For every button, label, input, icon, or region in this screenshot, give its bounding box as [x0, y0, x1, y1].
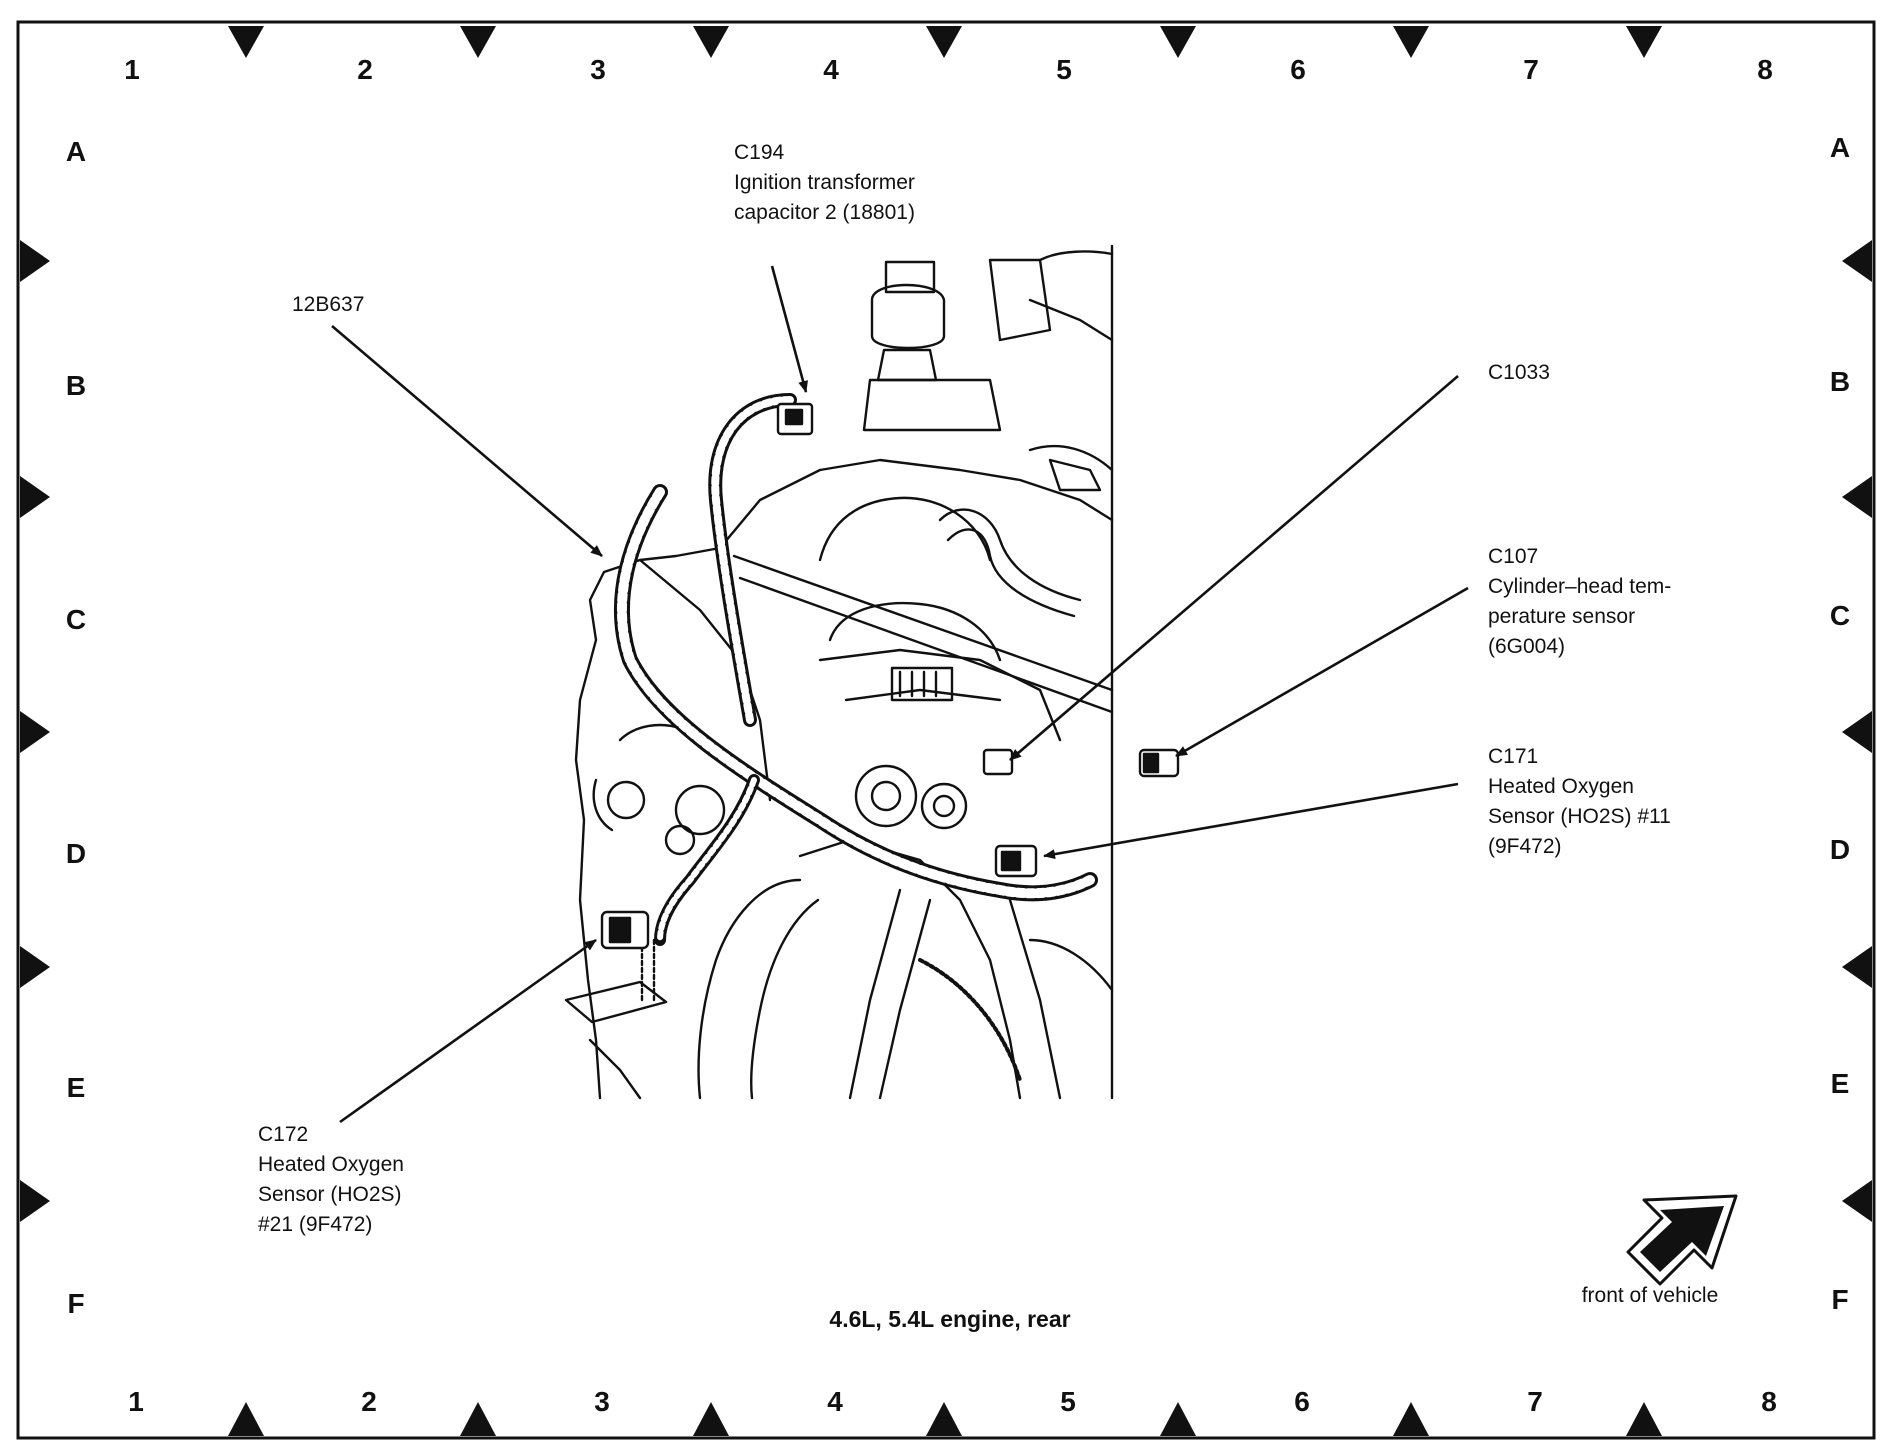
- leader-c171: [1043, 782, 1459, 860]
- callout-c172-line-2: Heated Oxygen: [258, 1153, 404, 1176]
- column-label-bottom-4: 4: [827, 1386, 843, 1417]
- row-label-right-f: F: [1831, 1284, 1849, 1315]
- left-tick-marks: [20, 240, 50, 1222]
- callout-c107: C107 Cylinder–head tem- perature sensor …: [1488, 542, 1671, 662]
- callout-harness-line-1: 12B637: [292, 293, 365, 316]
- callout-c171-line-2: Heated Oxygen: [1488, 775, 1634, 798]
- callout-c1033: C1033: [1488, 358, 1550, 388]
- right-tick-marks: [1842, 240, 1872, 1222]
- callout-c172-line-4: #21 (9F472): [258, 1213, 373, 1236]
- engine-illustration: [564, 244, 1114, 1100]
- column-label-top-8: 8: [1757, 54, 1773, 85]
- callout-c171-line-4: (9F472): [1488, 835, 1562, 858]
- top-tick-marks: [228, 26, 1662, 58]
- leader-c1033: [1009, 375, 1459, 761]
- front-of-vehicle-label: front of vehicle: [1581, 1284, 1719, 1307]
- callout-c171-line-1: C171: [1488, 745, 1539, 768]
- front-of-vehicle-arrow-icon: [1626, 1194, 1738, 1286]
- column-label-bottom-7: 7: [1527, 1386, 1543, 1417]
- callout-c107-line-2: Cylinder–head tem-: [1488, 575, 1672, 598]
- column-label-bottom-2: 2: [361, 1386, 377, 1417]
- column-label-bottom-1: 1: [128, 1386, 144, 1417]
- leader-c172: [339, 938, 597, 1124]
- callout-c194: C194 Ignition transformer capacitor 2 (1…: [734, 138, 915, 228]
- column-label-top-4: 4: [823, 54, 839, 85]
- row-label-right-a: A: [1829, 132, 1851, 163]
- column-label-top-3: 3: [590, 54, 606, 85]
- callout-c171: C171 Heated Oxygen Sensor (HO2S) #11 (9F…: [1488, 742, 1671, 862]
- callout-c107-line-3: perature sensor: [1488, 605, 1636, 628]
- leader-harness: [331, 325, 603, 557]
- wiring-harness: [613, 393, 1098, 946]
- row-label-left-b: B: [65, 370, 87, 401]
- column-label-bottom-6: 6: [1294, 1386, 1310, 1417]
- column-label-top-7: 7: [1523, 54, 1539, 85]
- callout-c194-line-3: capacitor 2 (18801): [734, 201, 915, 224]
- callout-c171-line-3: Sensor (HO2S) #11: [1488, 805, 1671, 828]
- column-label-top-5: 5: [1056, 54, 1072, 85]
- callout-c172-line-3: Sensor (HO2S): [258, 1183, 402, 1206]
- row-label-left-e: E: [66, 1072, 86, 1103]
- border-frame: [16, 20, 1876, 1440]
- callout-c172: C172 Heated Oxygen Sensor (HO2S) #21 (9F…: [258, 1120, 404, 1240]
- column-label-top-6: 6: [1290, 54, 1306, 85]
- connectors: [600, 402, 1180, 950]
- row-label-right-b: B: [1829, 366, 1851, 397]
- row-label-left-a: A: [65, 136, 87, 167]
- callout-c172-line-1: C172: [258, 1123, 309, 1146]
- column-label-bottom-8: 8: [1761, 1386, 1777, 1417]
- leader-lines: [331, 265, 1469, 1124]
- diagram-caption: 4.6L, 5.4L engine, rear: [829, 1306, 1071, 1332]
- callout-c107-line-1: C107: [1488, 545, 1539, 568]
- row-label-right-d: D: [1829, 834, 1851, 865]
- row-label-left-c: C: [65, 604, 87, 635]
- callout-c107-line-4: (6G004): [1488, 635, 1566, 658]
- column-label-top-2: 2: [357, 54, 373, 85]
- leader-c194: [770, 265, 808, 393]
- row-label-left-d: D: [65, 838, 87, 869]
- column-label-top-1: 1: [124, 54, 140, 85]
- callout-c194-line-1: C194: [734, 141, 785, 164]
- bottom-tick-marks: [228, 1402, 1662, 1436]
- callout-c1033-line-1: C1033: [1488, 361, 1550, 384]
- leader-c107: [1175, 586, 1469, 758]
- callout-c194-line-2: Ignition transformer: [734, 171, 915, 194]
- row-label-right-c: C: [1829, 600, 1851, 631]
- column-label-bottom-5: 5: [1060, 1386, 1076, 1417]
- column-label-bottom-3: 3: [594, 1386, 610, 1417]
- callout-harness-12b637: 12B637: [292, 290, 364, 320]
- row-label-left-f: F: [67, 1288, 85, 1319]
- row-label-right-e: E: [1830, 1068, 1850, 1099]
